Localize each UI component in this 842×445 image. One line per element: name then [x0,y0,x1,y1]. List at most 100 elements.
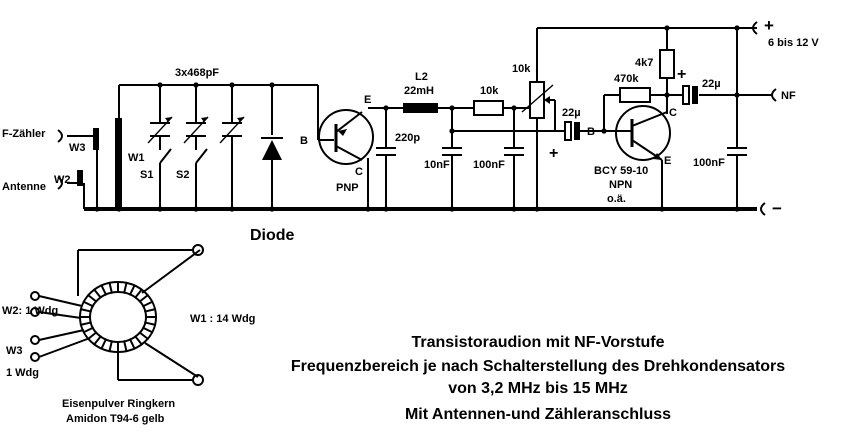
toroid-winding-tick [108,281,113,294]
caption-line3: von 3,2 MHz bis 15 MHz [448,380,628,397]
toroid-winding-tick [79,321,92,326]
toroid-winding-tick [144,321,157,326]
capacitor-100nf-b [727,147,747,156]
label-core-line1: Eisenpulver Ringkern [62,398,175,410]
label-plus-b: + [677,66,686,83]
toroid-winding-tick [138,331,150,341]
electrolytic-22u-b [682,85,698,105]
toroid-winding-tick [128,338,136,350]
label-s1: S1 [140,169,153,181]
toroid-winding-tick [134,288,144,299]
label-w1-ring: W1 : 14 Wdg [190,313,255,325]
variable-capacitor-3 [219,116,245,144]
label-antenne: Antenne [2,181,46,193]
label-e1: E [364,94,371,106]
toroid-winding-tick [82,300,95,308]
label-core-line2: Amidon T94-6 gelb [66,413,165,425]
label-4k7: 4k7 [635,57,653,69]
caption-line1: Transistoraudion mit NF-Vorstufe [411,334,664,351]
label-bcy: BCY 59-10 [594,165,648,177]
label-pnp: PNP [336,182,359,194]
toroid-winding-tick [144,308,157,313]
toroid-winding-tick [92,288,102,299]
label-b2: B [587,126,595,138]
ground-terminal [760,202,766,216]
counter-terminal [57,129,63,143]
caption: Transistoraudion mit NF-Vorstufe Frequen… [291,334,785,423]
npn-transistor [615,105,671,161]
label-l2-value: 22mH [404,85,434,97]
label-10nf: 10nF [424,159,450,171]
label-l2: L2 [415,71,428,83]
toroid-winding-tick [138,293,150,303]
label-22u-a: 22µ [562,107,581,119]
toroid-winding-tick [141,300,154,308]
switch-s2 [195,148,208,164]
label-w3-ring-value: 1 Wdg [6,367,39,379]
label-w2: W2 [54,174,71,186]
label-npn: NPN [609,179,632,191]
resistor-4k7 [659,49,675,79]
label-c1: C [355,166,363,178]
toroid-winding-tick [108,340,113,353]
toroid-winding-tick [141,326,154,334]
label-s2: S2 [176,169,189,181]
label-w2-ring: W2: 1 Wdg [2,305,58,317]
switch-s1 [159,148,172,164]
capacitor-10nf [442,147,462,156]
label-220p: 220p [395,132,420,144]
diode-symbol [261,137,283,160]
label-f-zaehler: F-Zähler [2,128,46,140]
label-plus-a: + [549,145,558,162]
w2-winding [77,170,83,186]
pnp-transistor [318,109,374,165]
ring-core-bar [115,118,122,210]
wires [67,27,772,211]
toroid-winding-tick [92,335,102,346]
label-22u-b: 22µ [702,78,721,90]
toroid-winding-tick [100,284,108,296]
label-w3-ring: W3 [6,345,23,357]
label-100nf-a: 100nF [473,159,505,171]
label-470k: 470k [614,73,639,85]
label-nf: NF [781,90,796,102]
caption-line4: Mit Antennen-und Zähleranschluss [405,406,671,423]
nf-terminal [771,88,777,102]
junction-dots [94,25,740,212]
label-w3: W3 [69,142,86,154]
toroid-winding-tick [128,284,136,296]
electrolytic-22u-a [564,121,580,141]
inductor-l2 [403,103,438,113]
label-10k: 10k [480,85,499,97]
toroid-winding-tick [134,335,144,346]
label-100nf-b: 100nF [693,157,725,169]
capacitor-100nf-a [504,147,524,156]
supply-terminal [752,21,758,35]
toroid-winding-tick [123,281,128,294]
toroid-core [30,244,204,386]
label-pot-10k: 10k [512,63,531,75]
variable-capacitor-2 [183,116,209,144]
resistor-470k [619,87,651,103]
label-diode: Diode [250,227,295,244]
potentiometer-10k [521,81,555,119]
toroid-winding-tick [82,326,95,334]
label-c2: C [669,107,677,119]
caption-line2: Frequenzbereich je nach Schalterstellung… [291,358,785,375]
label-vminus: − [772,199,782,218]
label-oae: o.ä. [607,193,626,205]
toroid-winding-tick [123,340,128,353]
w3-winding [93,128,99,150]
label-e2: E [664,155,671,167]
capacitor-220p [376,147,396,156]
resistor-10k [473,100,504,116]
component-labels: F-Zähler Antenne W3 W2 3x468pF W1 S1 S2 … [2,16,819,425]
variable-capacitor-1 [147,116,173,144]
label-supply: 6 bis 12 V [768,37,819,49]
label-cap-array: 3x468pF [175,67,219,79]
antenna-terminal [57,176,63,190]
toroid-winding-tick [100,338,108,350]
label-vplus: + [764,16,774,35]
